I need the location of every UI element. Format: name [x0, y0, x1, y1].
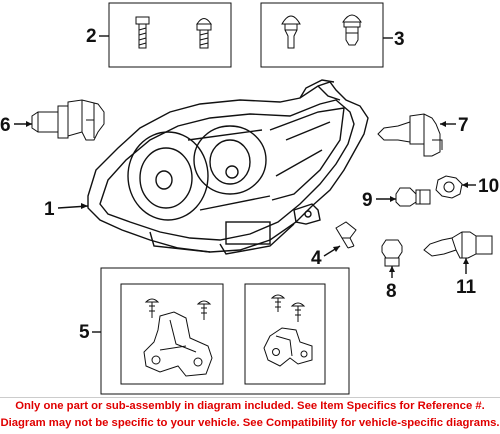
repair-bracket-icon [143, 311, 213, 377]
callout-8: 8 [386, 281, 397, 302]
bracket-set-box [100, 267, 350, 395]
bolt-icon [196, 18, 212, 49]
callout-4: 4 [311, 248, 322, 269]
disclaimer-line-2: Diagram may not be specific to your vehi… [0, 417, 500, 429]
screw-icon [144, 298, 160, 318]
headlight-bulb-high-icon [377, 113, 443, 157]
callout-5: 5 [79, 322, 90, 343]
repair-bracket-icon [263, 327, 313, 367]
callout-11: 11 [456, 277, 477, 298]
bulb-socket-icon [435, 175, 463, 199]
screw-icon [270, 294, 286, 312]
callout-9: 9 [362, 190, 373, 211]
screw-icon [335, 221, 357, 249]
clip-icon [342, 14, 362, 46]
callout-1: 1 [44, 199, 55, 220]
bolt-set-box [108, 2, 232, 68]
wedge-bulb-icon [381, 239, 403, 267]
fog-bulb-icon [423, 231, 493, 259]
callout-3: 3 [394, 29, 405, 50]
screw-icon [290, 302, 306, 322]
disclaimer-line-1: Only one part or sub-assembly in diagram… [15, 400, 485, 412]
headlamp-assembly-icon [87, 79, 369, 255]
callout-7: 7 [458, 115, 469, 136]
callout-6: 6 [0, 115, 11, 136]
callout-2: 2 [86, 26, 97, 47]
screw-icon [196, 300, 212, 320]
callout-10: 10 [478, 176, 499, 197]
side-marker-bulb-icon [395, 187, 431, 207]
clip-icon [281, 15, 301, 49]
bolt-icon [135, 16, 150, 49]
disclaimer-banner: Only one part or sub-assembly in diagram… [0, 397, 500, 434]
clip-set-box [260, 2, 384, 68]
headlight-bulb-low-icon [31, 99, 105, 141]
